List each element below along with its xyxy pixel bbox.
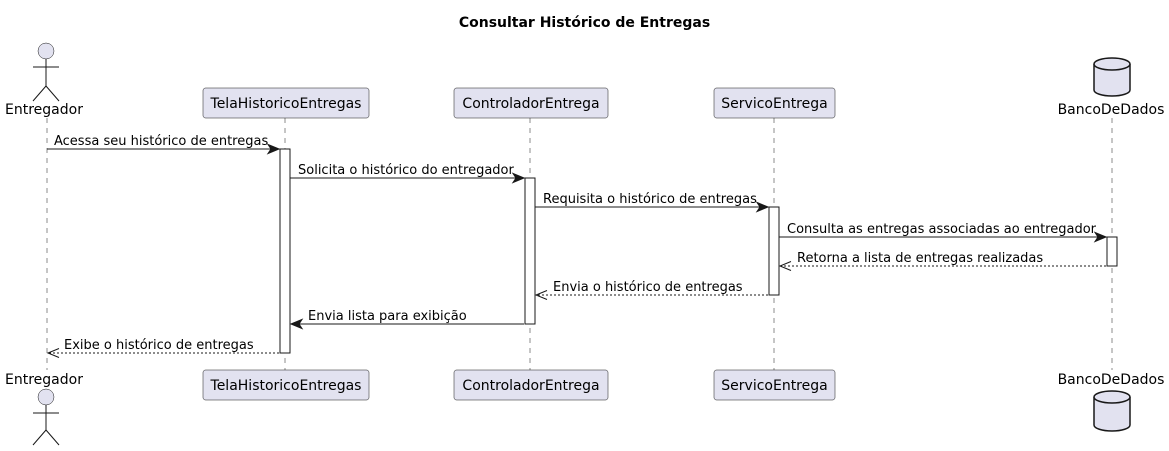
participant-label: TelaHistoricoEntregas: [210, 96, 362, 112]
participant-label: BancoDeDados: [1058, 102, 1165, 118]
database-banco-bottom: BancoDeDados: [1058, 372, 1165, 432]
arrow-left-icon: [534, 290, 548, 300]
participant-controlador-bottom: ControladorEntrega: [453, 369, 609, 401]
actor-entregador-top: Entregador: [5, 42, 83, 118]
message-2: Solicita o histórico do entregador: [290, 163, 526, 184]
message-label: Requisita o histórico de entregas: [543, 192, 757, 207]
arrow-right-icon: [266, 143, 281, 155]
activation-tela: [279, 148, 291, 354]
arrow-right-icon: [511, 172, 526, 184]
participant-label: ControladorEntrega: [462, 378, 599, 394]
activation-controlador: [524, 177, 536, 325]
actor-entregador-bottom: Entregador: [5, 372, 83, 446]
message-label: Retorna a lista de entregas realizadas: [797, 251, 1043, 266]
arrow-left-icon: [46, 348, 60, 358]
message-5: Retorna a lista de entregas realizadas: [778, 251, 1106, 271]
message-label: Solicita o histórico do entregador: [298, 163, 514, 178]
arrow-right-icon: [755, 201, 770, 213]
message-4: Consulta as entregas associadas ao entre…: [779, 222, 1108, 243]
participant-label: Entregador: [5, 102, 83, 118]
participant-label: ServicoEntrega: [721, 378, 827, 394]
participant-tela-top: TelaHistoricoEntregas: [202, 87, 370, 119]
activation-banco: [1106, 236, 1118, 267]
message-7: Envia lista para exibição: [289, 309, 524, 330]
participant-controlador-top: ControladorEntrega: [453, 87, 609, 119]
arrow-left-icon: [778, 261, 792, 271]
database-icon: [1093, 57, 1131, 97]
participant-servico-bottom: ServicoEntrega: [713, 369, 836, 401]
message-3: Requisita o histórico de entregas: [535, 192, 770, 213]
participant-label: ServicoEntrega: [721, 96, 827, 112]
message-label: Envia o histórico de entregas: [553, 280, 743, 295]
database-banco-top: BancoDeDados: [1058, 57, 1165, 118]
message-6: Envia o histórico de entregas: [534, 280, 768, 300]
message-8: Exibe o histórico de entregas: [46, 338, 279, 358]
participant-label: ControladorEntrega: [462, 96, 599, 112]
database-icon: [1093, 390, 1131, 432]
participant-label: TelaHistoricoEntregas: [210, 378, 362, 394]
actor-icon: [32, 388, 60, 446]
arrow-left-icon: [289, 318, 304, 330]
participant-label: Entregador: [5, 372, 83, 388]
participant-label: BancoDeDados: [1058, 372, 1165, 388]
message-1: Acessa seu histórico de entregas: [47, 134, 281, 155]
actor-icon: [32, 42, 60, 102]
message-label: Envia lista para exibição: [308, 309, 467, 324]
arrow-right-icon: [1093, 231, 1108, 243]
activation-servico: [768, 206, 780, 296]
participant-servico-top: ServicoEntrega: [713, 87, 836, 119]
message-label: Exibe o histórico de entregas: [64, 338, 254, 353]
message-label: Acessa seu histórico de entregas: [54, 134, 268, 149]
diagram-title: Consultar Histórico de Entregas: [459, 15, 710, 31]
participant-tela-bottom: TelaHistoricoEntregas: [202, 369, 370, 401]
message-label: Consulta as entregas associadas ao entre…: [787, 222, 1097, 237]
